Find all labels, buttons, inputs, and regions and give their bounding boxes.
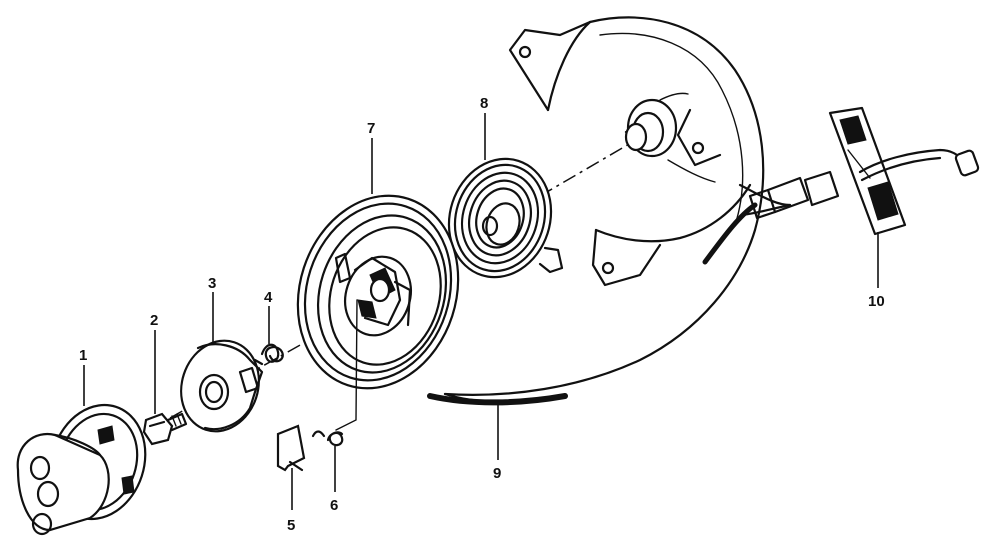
callout-3: 3 <box>208 275 216 292</box>
part-2-set-screw <box>142 412 188 446</box>
callout-leaders <box>83 113 879 510</box>
part-4-friction-spring <box>253 343 284 366</box>
part-6-pawl-spring <box>311 299 358 447</box>
callout-7: 7 <box>367 120 375 137</box>
callout-5: 5 <box>287 517 295 534</box>
part-7-reel <box>296 194 460 390</box>
callout-4: 4 <box>264 289 273 306</box>
callout-9: 9 <box>493 465 501 482</box>
part-9-rope-guide <box>427 202 758 406</box>
callout-6: 6 <box>330 497 338 514</box>
callout-2: 2 <box>150 312 158 329</box>
part-10-starter-rope-handle <box>738 106 980 236</box>
part-5-ratchet-pawl <box>276 424 306 472</box>
part-1-starter-pulley <box>16 403 147 536</box>
callout-1: 1 <box>79 347 87 364</box>
callout-labels: 1 2 3 4 5 6 7 8 9 10 <box>79 95 885 534</box>
part-3-ratchet-guide <box>180 339 264 433</box>
part-8-recoil-spring <box>447 157 564 279</box>
callout-10: 10 <box>868 293 885 310</box>
callout-8: 8 <box>480 95 488 112</box>
